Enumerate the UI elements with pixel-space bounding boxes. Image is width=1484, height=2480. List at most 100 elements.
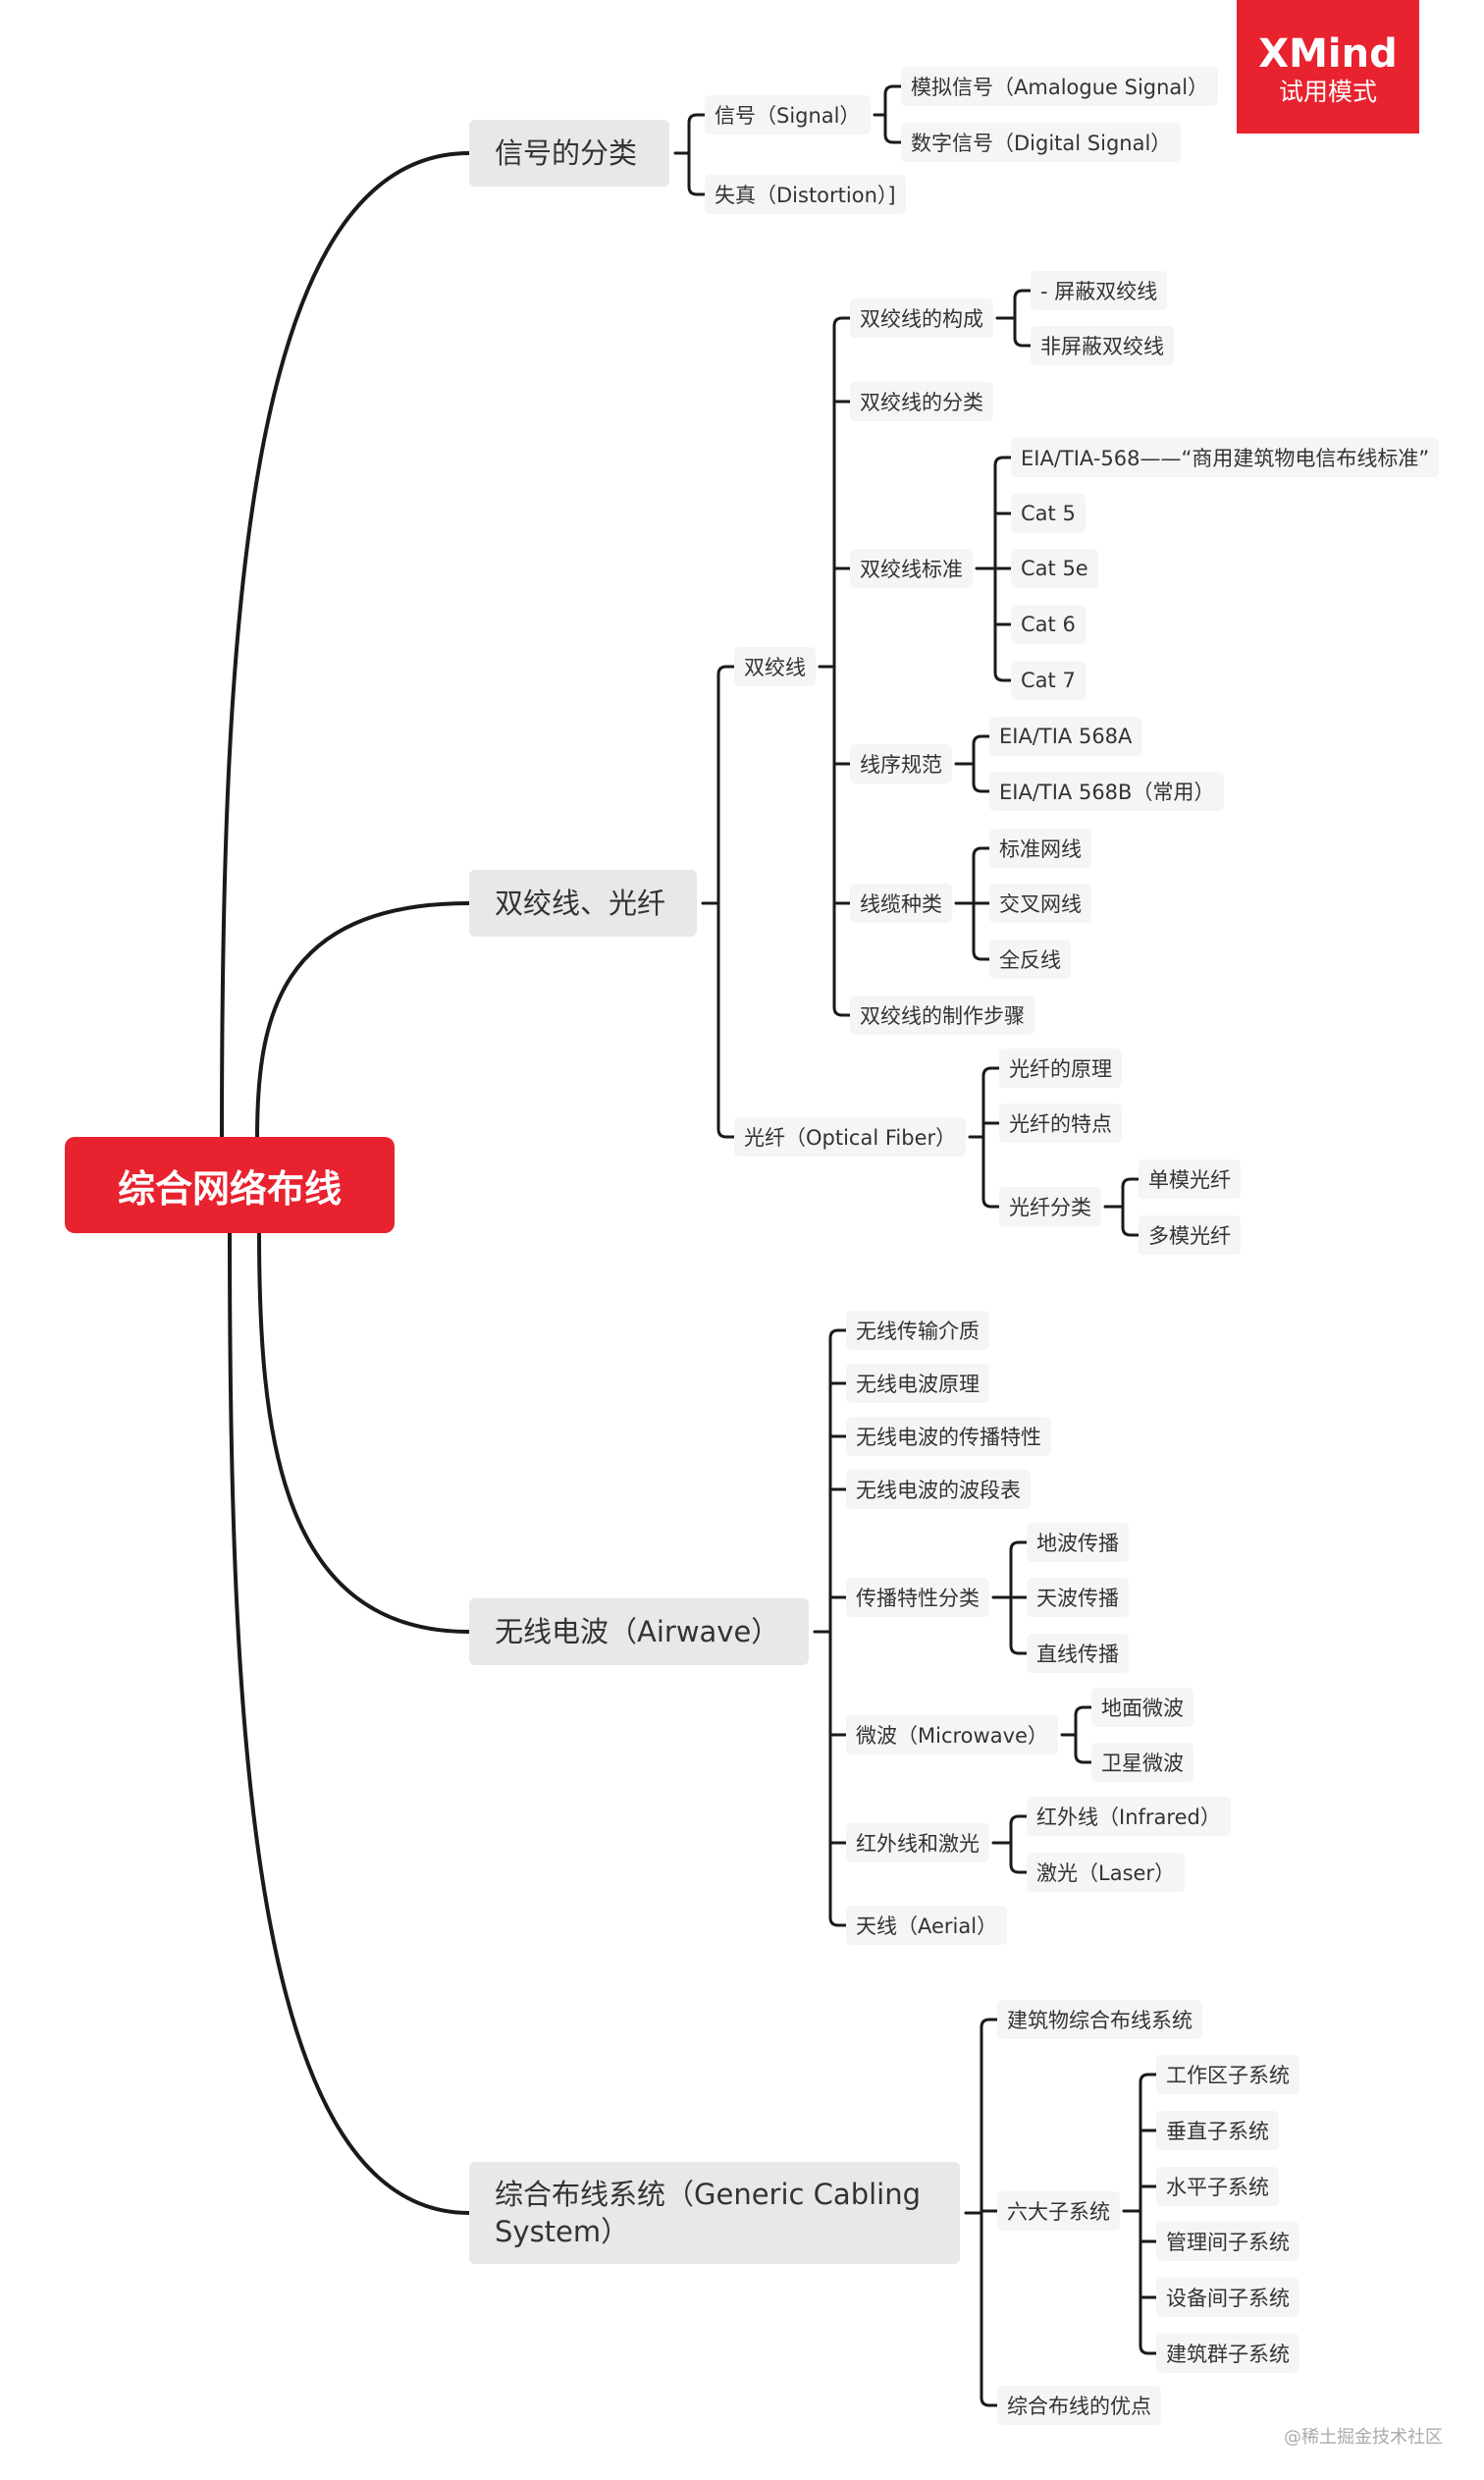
badge-brand: XMind (1258, 31, 1398, 77)
main-branch-2 (257, 1229, 471, 1634)
connector-branch-1.0-0 (832, 316, 852, 328)
topic-2-4-2[interactable]: 直线传播 (1027, 1634, 1129, 1673)
topic-3-1-4[interactable]: 设备间子系统 (1156, 2278, 1299, 2317)
topic-1-1[interactable]: 光纤（Optical Fiber） (734, 1117, 967, 1157)
connector-branch-2.5-0 (1074, 1705, 1093, 1717)
topic-2-3[interactable]: 无线电波的波段表 (846, 1470, 1031, 1509)
connector-branch-3.1-5 (1139, 2344, 1158, 2355)
topic-1-0-0[interactable]: 双绞线的构成 (850, 298, 993, 338)
topic-1-0-3-0[interactable]: EIA/TIA 568A (989, 717, 1142, 756)
connector-branch-1.1-0 (981, 1066, 1001, 1078)
connector-branch-1.0.2-0 (993, 456, 1013, 467)
topic-1-0-3[interactable]: 线序规范 (850, 744, 952, 783)
central-topic[interactable]: 综合网络布线 (65, 1137, 395, 1233)
connector-branch-1.0.0-1 (1013, 336, 1033, 348)
connector-branch-3.1-0 (1139, 2073, 1158, 2084)
connector-branch-2.5-1 (1074, 1752, 1093, 1764)
topic-0-0-1[interactable]: 数字信号（Digital Signal） (901, 123, 1182, 162)
topic-2-5-1[interactable]: 卫星微波 (1091, 1743, 1193, 1782)
topic-2-6[interactable]: 红外线和激光 (846, 1823, 989, 1862)
topic-1-0-2-0[interactable]: EIA/TIA-568——“商用建筑物电信布线标准” (1011, 438, 1440, 477)
connector-branch-0.0-1 (883, 133, 903, 144)
topic-2-1[interactable]: 无线电波原理 (846, 1364, 989, 1403)
topic-0-1[interactable]: 失真（Distortion）] (705, 175, 906, 214)
connector-branch-1-1 (716, 1127, 736, 1139)
topic-1-1-2-0[interactable]: 单模光纤 (1139, 1159, 1241, 1199)
topic-1-1-0[interactable]: 光纤的原理 (999, 1049, 1122, 1088)
topic-2-5-0[interactable]: 地面微波 (1091, 1688, 1193, 1727)
topic-1-0-2-2[interactable]: Cat 5e (1011, 549, 1098, 588)
topic-1-0-2-1[interactable]: Cat 5 (1011, 494, 1086, 533)
connector-branch-1.0.4-0 (972, 846, 991, 858)
topic-1-1-2-1[interactable]: 多模光纤 (1139, 1215, 1241, 1255)
topic-3-1[interactable]: 六大子系统 (997, 2191, 1120, 2231)
topic-1-1-1[interactable]: 光纤的特点 (999, 1104, 1122, 1143)
connector-branch-2.4-2 (1009, 1644, 1029, 1655)
topic-2-7[interactable]: 天线（Aerial） (846, 1906, 1008, 1945)
connector-branch-2.6-1 (1009, 1862, 1029, 1874)
connector-branch-1.0.2-4 (993, 671, 1013, 682)
topic-2-6-1[interactable]: 激光（Laser） (1027, 1853, 1186, 1892)
connector-branch-1.0.3-0 (972, 734, 991, 746)
topic-2-4-1[interactable]: 天波传播 (1027, 1578, 1129, 1617)
topic-1-0[interactable]: 双绞线 (734, 647, 816, 686)
topic-2-4[interactable]: 传播特性分类 (846, 1578, 989, 1617)
main-branch-3 (228, 1229, 471, 2215)
topic-1-0-2-3[interactable]: Cat 6 (1011, 605, 1086, 644)
topic-1-0-1[interactable]: 双绞线的分类 (850, 382, 993, 421)
topic-3-1-0[interactable]: 工作区子系统 (1156, 2055, 1299, 2094)
topic-1-0-2[interactable]: 双绞线标准 (850, 549, 973, 588)
topic-1-0-4-2[interactable]: 全反线 (989, 940, 1071, 979)
topic-1-0-4-0[interactable]: 标准网线 (989, 829, 1091, 868)
connector-branch-1.0.4-2 (972, 949, 991, 961)
connector-branch-1.0.3-1 (972, 782, 991, 793)
topic-2-4-0[interactable]: 地波传播 (1027, 1523, 1129, 1562)
connector-branch-2-7 (828, 1915, 848, 1927)
connector-branch-0-0 (687, 113, 707, 125)
connector-branch-0.0-0 (883, 84, 903, 96)
topic-1-0-4[interactable]: 线缆种类 (850, 884, 952, 923)
connector-branch-2-0 (828, 1328, 848, 1340)
connector-branch-1.1-2 (981, 1197, 1001, 1209)
topic-2-6-0[interactable]: 红外线（Infrared） (1027, 1797, 1231, 1836)
topic-3-2[interactable]: 综合布线的优点 (997, 2386, 1161, 2425)
topic-1-0-5[interactable]: 双绞线的制作步骤 (850, 996, 1034, 1035)
topic-0-0[interactable]: 信号（Signal） (705, 95, 871, 135)
connector-branch-0-1 (687, 185, 707, 196)
topic-1-1-2[interactable]: 光纤分类 (999, 1187, 1101, 1226)
topic-2-2[interactable]: 无线电波的传播特性 (846, 1417, 1051, 1456)
watermark: @稀土掘金技术社区 (1284, 2427, 1443, 2448)
connector-branch-2.6-0 (1009, 1814, 1029, 1826)
topic-3-1-2[interactable]: 水平子系统 (1156, 2167, 1279, 2206)
topic-3-1-3[interactable]: 管理间子系统 (1156, 2222, 1299, 2261)
main-branch-1 (255, 901, 471, 1141)
main-topic-1[interactable]: 双绞线、光纤 (469, 870, 697, 937)
main-topic-3[interactable]: 综合布线系统（Generic Cabling System） (469, 2162, 960, 2264)
connector-branch-1-0 (716, 665, 736, 676)
topic-1-0-4-1[interactable]: 交叉网线 (989, 884, 1091, 923)
connector-branch-1.1.2-0 (1121, 1177, 1140, 1189)
connector-branch-3-0 (980, 2018, 999, 2029)
topic-3-1-1[interactable]: 垂直子系统 (1156, 2111, 1279, 2150)
topic-1-0-3-1[interactable]: EIA/TIA 568B（常用） (989, 772, 1225, 811)
topic-1-0-2-4[interactable]: Cat 7 (1011, 661, 1086, 700)
connector-branch-2.4-0 (1009, 1540, 1029, 1552)
main-topic-0[interactable]: 信号的分类 (469, 120, 669, 187)
connector-branch-3-2 (980, 2396, 999, 2407)
xmind-trial-badge: XMind 试用模式 (1237, 0, 1419, 134)
topic-3-1-5[interactable]: 建筑群子系统 (1156, 2334, 1299, 2373)
topic-3-0[interactable]: 建筑物综合布线系统 (997, 2000, 1202, 2039)
main-topic-2[interactable]: 无线电波（Airwave） (469, 1598, 809, 1665)
connector-branch-1.0.0-0 (1013, 289, 1033, 300)
topic-0-0-0[interactable]: 模拟信号（Amalogue Signal） (901, 67, 1219, 106)
topic-1-0-0-0[interactable]: - 屏蔽双绞线 (1031, 271, 1168, 310)
topic-2-5[interactable]: 微波（Microwave） (846, 1715, 1058, 1754)
main-branch-0 (220, 151, 471, 1141)
badge-mode: 试用模式 (1278, 78, 1377, 106)
topic-2-0[interactable]: 无线传输介质 (846, 1311, 989, 1350)
connector-branch-1.1.2-1 (1121, 1225, 1140, 1237)
connector-branch-1.0-5 (832, 1005, 852, 1017)
topic-1-0-0-1[interactable]: 非屏蔽双绞线 (1031, 326, 1174, 365)
